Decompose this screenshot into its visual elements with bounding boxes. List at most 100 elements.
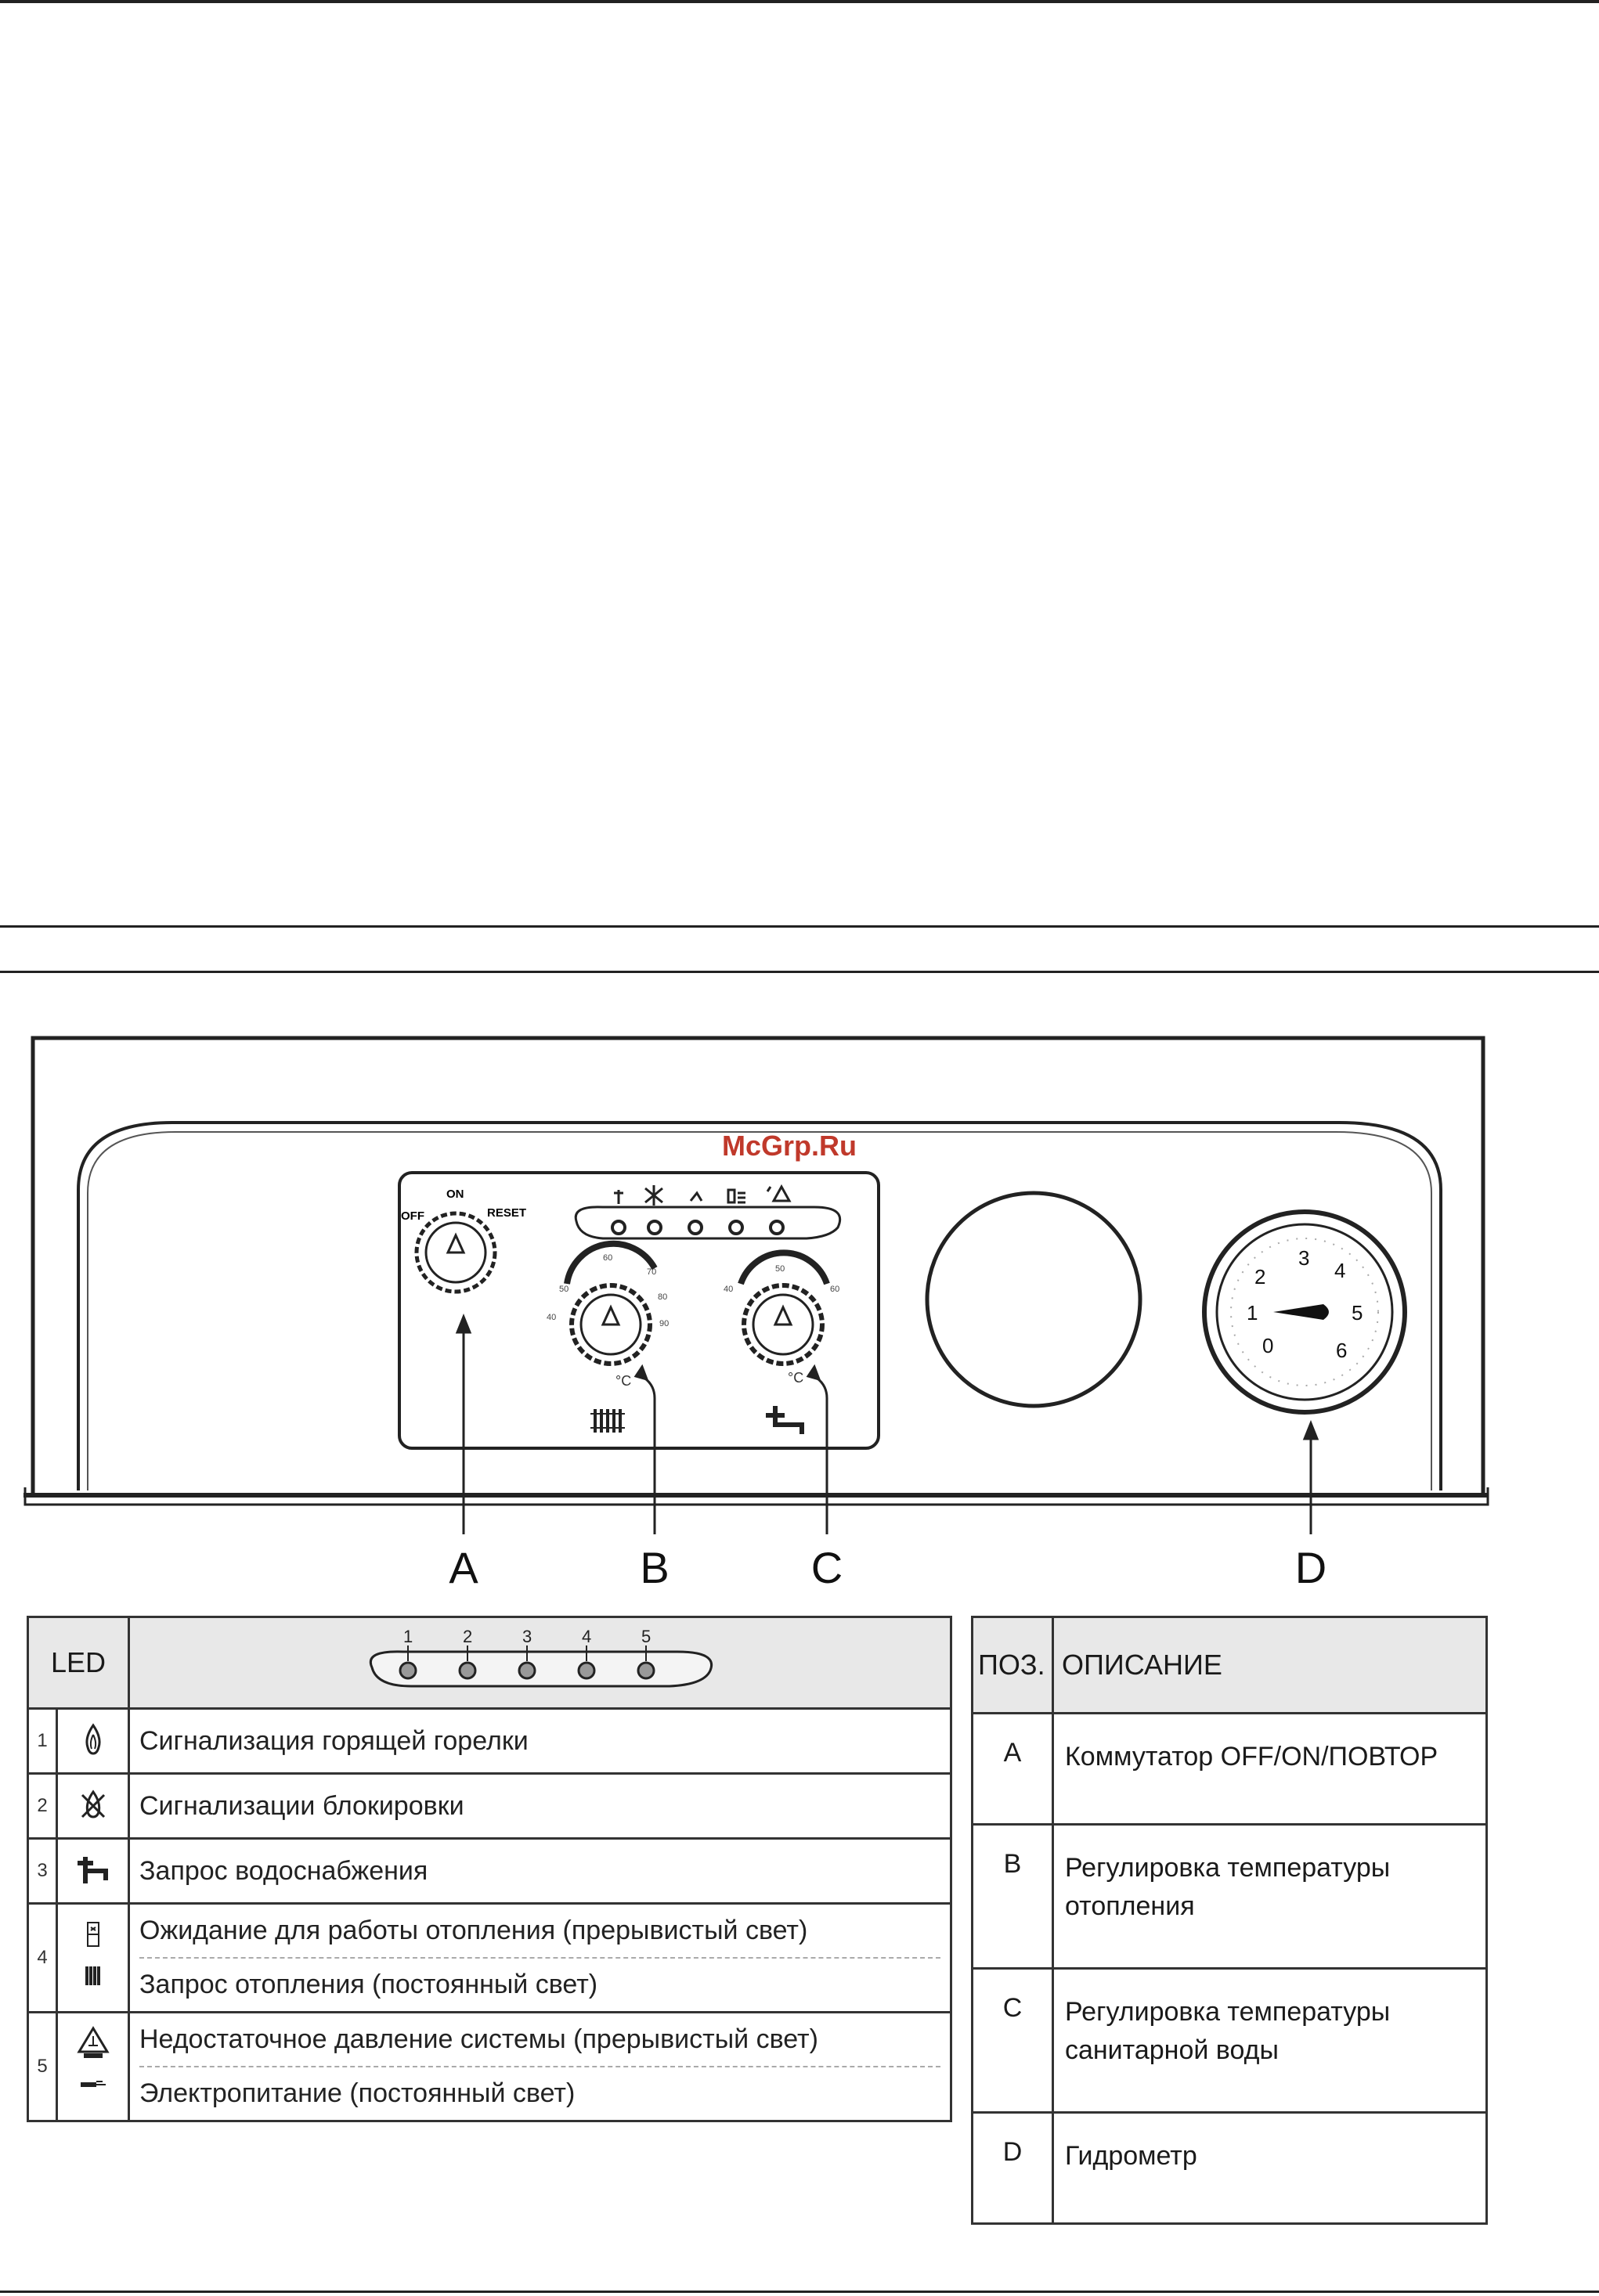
casing-base (23, 1487, 1489, 1506)
switch-label-on: ON (446, 1188, 464, 1201)
switch-label-off: OFF (401, 1209, 424, 1223)
led-row-desc: Сигнализация горящей горелки (128, 1707, 952, 1775)
radiator-icon (56, 1902, 130, 2013)
blank-round-cover (925, 1191, 1142, 1408)
led-row-desc: Запрос водоснабжения (128, 1837, 952, 1905)
svg-text:80: 80 (658, 1292, 667, 1302)
callout-d: D (1294, 1543, 1327, 1592)
control-box (398, 1171, 880, 1450)
svg-text:0: 0 (1262, 1334, 1273, 1357)
led-row-4: 4 Ожидание для работы отопления (прерыви… (27, 1902, 952, 2013)
led-row-line-2: Электропитание (постоянный свет) (139, 2078, 576, 2108)
water-scale: 40 50 60 (724, 1264, 839, 1294)
led-row-2: 2 Сигнализации блокировки (27, 1772, 952, 1840)
position-table: ПОЗ. ОПИСАНИЕ A Коммутатор OFF/ON/ПОВТОР… (971, 1616, 1488, 2225)
led-row-desc: Недостаточное давление системы (прерывис… (128, 2011, 952, 2122)
heating-knob[interactable] (564, 1240, 658, 1366)
led-number-4: 4 (582, 1627, 591, 1646)
svg-text:1: 1 (1247, 1301, 1258, 1325)
led-strip (574, 1206, 842, 1240)
flame-icon (56, 1707, 130, 1775)
callout-c: C (810, 1543, 843, 1592)
pos-header: ПОЗ. (971, 1616, 1054, 1714)
led-row-number: 5 (27, 2011, 58, 2122)
callout-b: B (640, 1543, 670, 1592)
pos-desc: Коммутатор OFF/ON/ПОВТОР (1052, 1712, 1488, 1826)
led-header: LED (27, 1616, 129, 1710)
led-row-line-2: Запрос отопления (постоянный свет) (139, 1970, 598, 1999)
led-table: LED 1 2 3 4 5 1 (27, 1616, 952, 2122)
led-row-number: 3 (27, 1837, 58, 1905)
led-row-desc: Ожидание для работы отопления (прерывист… (128, 1902, 952, 2013)
svg-text:90: 90 (659, 1319, 669, 1328)
led-row-3: 3 Запрос водоснабжения (27, 1837, 952, 1905)
radiator-icon (590, 1409, 625, 1433)
led-dots (399, 1661, 655, 1679)
led-strip-header: 1 2 3 4 5 (128, 1616, 952, 1710)
pos-row-c: C Регулировка температуры санитарной вод… (971, 1967, 1488, 2114)
svg-text:60: 60 (830, 1285, 839, 1294)
power-plug-icon (80, 2080, 106, 2087)
svg-text:50: 50 (775, 1264, 785, 1274)
svg-text:60: 60 (603, 1253, 612, 1263)
pos-letter: C (971, 1967, 1054, 2114)
water-degree-sign: °C (788, 1370, 803, 1386)
casing-outline (31, 1036, 1485, 1495)
led-row-number: 4 (27, 1902, 58, 2013)
led-number-1: 1 (403, 1627, 413, 1646)
callout-arrows (455, 1313, 1319, 1534)
led-row-5: 5 Недостаточное давление системы (прерыв… (27, 2011, 952, 2122)
led-row-line-1: Ожидание для работы отопления (прерывист… (139, 1905, 940, 1959)
tap-icon (766, 1406, 804, 1434)
led-strip-graphic: 1 2 3 4 5 (369, 1627, 713, 1687)
svg-text:70: 70 (647, 1267, 656, 1277)
svg-text:40: 40 (547, 1313, 556, 1322)
svg-text:6: 6 (1336, 1339, 1347, 1362)
svg-text:3: 3 (1298, 1246, 1309, 1270)
svg-text:50: 50 (559, 1285, 568, 1294)
panel-led-icons (614, 1184, 792, 1206)
desc-header: ОПИСАНИЕ (1052, 1616, 1488, 1714)
svg-text:5: 5 (1352, 1301, 1363, 1325)
pos-letter: A (971, 1712, 1054, 1826)
mode-switch[interactable] (414, 1211, 497, 1294)
pos-row-d: D Гидрометр (971, 2111, 1488, 2225)
pos-row-a: A Коммутатор OFF/ON/ПОВТОР (971, 1712, 1488, 1826)
water-knob[interactable] (738, 1249, 830, 1366)
watermark: McGrp.Ru (722, 1130, 857, 1162)
led-row-number: 1 (27, 1707, 58, 1775)
callout-a: A (449, 1543, 478, 1592)
fascia-arch (77, 1121, 1442, 1490)
top-rule (0, 0, 1599, 3)
led-row-1: 1 Сигнализация горящей горелки (27, 1707, 952, 1775)
lockout-icon (56, 1772, 130, 1840)
pos-letter: D (971, 2111, 1054, 2225)
led-number-2: 2 (463, 1627, 472, 1646)
svg-text:40: 40 (724, 1285, 733, 1294)
svg-text:2: 2 (1254, 1265, 1265, 1289)
panel-led-row (611, 1220, 785, 1235)
tap-icon (56, 1837, 130, 1905)
bottom-rule (0, 2291, 1599, 2293)
led-row-desc: Сигнализации блокировки (128, 1772, 952, 1840)
led-number-5: 5 (641, 1627, 651, 1646)
boiler-control-panel: OFF ON RESET 40 50 60 70 80 90 °C (23, 1036, 1489, 1534)
led-number-3: 3 (522, 1627, 532, 1646)
switch-label-reset: RESET (487, 1206, 526, 1220)
section-rule-2 (0, 971, 1599, 973)
heating-scale: 40 50 60 70 80 90 (547, 1253, 669, 1328)
led-row-number: 2 (27, 1772, 58, 1840)
led-numbers: 1 2 3 4 5 (403, 1627, 651, 1646)
pos-desc: Гидрометр (1052, 2111, 1488, 2225)
pressure-gauge (1202, 1209, 1407, 1415)
pressure-warning-icon (56, 2011, 130, 2122)
gauge-scale: 0 1 2 3 4 5 6 (1247, 1246, 1363, 1362)
pos-desc: Регулировка температуры санитарной воды (1052, 1967, 1488, 2114)
pos-row-b: B Регулировка температуры отопления (971, 1823, 1488, 1970)
section-rule-1 (0, 925, 1599, 928)
gauge-needle (1273, 1304, 1329, 1320)
led-row-line-1: Недостаточное давление системы (прерывис… (139, 2013, 940, 2067)
heating-degree-sign: °C (615, 1373, 631, 1389)
fascia-arch-inner (87, 1131, 1432, 1490)
pos-desc: Регулировка температуры отопления (1052, 1823, 1488, 1970)
